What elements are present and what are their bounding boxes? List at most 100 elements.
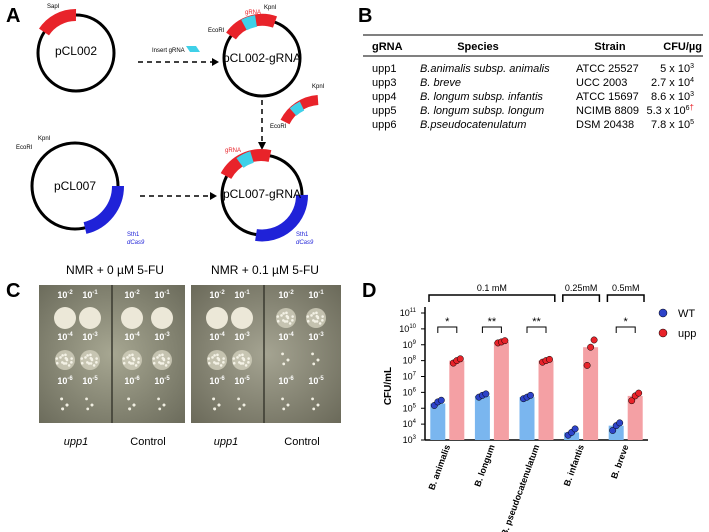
- colony: [207, 361, 211, 365]
- y-tick-label: 108: [403, 356, 417, 366]
- bar-upp-2: [538, 360, 554, 440]
- colony: [87, 362, 91, 365]
- y-tick-label: 105: [403, 403, 417, 413]
- cell-cfu: 8.6 x 103: [651, 91, 694, 103]
- cell-strain: UCC 2003: [576, 77, 627, 89]
- point-WT: [609, 426, 617, 434]
- plate-title-right: NMR + 0.1 µM 5-FU: [211, 263, 319, 277]
- point-WT: [482, 390, 490, 398]
- colony: [85, 397, 88, 401]
- colony: [232, 361, 236, 365]
- concentration-bracket: [562, 294, 601, 302]
- colony: [232, 357, 236, 360]
- colony: [161, 353, 164, 357]
- kpni-label-frag: KpnI: [312, 84, 325, 90]
- kpni-label-2: KpnI: [264, 5, 277, 11]
- colony: [285, 311, 288, 315]
- arrow-3-head: [210, 192, 217, 200]
- colony: [236, 356, 239, 359]
- cell-grna: upp3: [372, 77, 396, 89]
- colony: [159, 362, 163, 365]
- y-tick-label: 103: [403, 435, 417, 445]
- label-control-left: Control: [130, 436, 165, 448]
- colony: [90, 403, 94, 407]
- legend-label-upp: upp: [678, 328, 696, 340]
- colony: [313, 320, 317, 323]
- grna-label-2: gRNA: [245, 10, 261, 16]
- ecori-label-3: EcoRI: [16, 145, 33, 151]
- legend-marker-WT: [658, 308, 668, 318]
- cell-strain: DSM 20438: [576, 119, 634, 131]
- colony: [316, 358, 320, 362]
- dilution-label: 10-2: [278, 290, 294, 300]
- colony: [312, 362, 316, 366]
- colony: [122, 357, 126, 360]
- significance-mark: **: [488, 316, 497, 328]
- point-WT: [437, 396, 445, 404]
- arrow-1-head: [212, 58, 219, 66]
- point-upp: [546, 355, 553, 363]
- colony: [216, 353, 219, 357]
- panel-b-label: B: [358, 5, 372, 27]
- colony: [59, 356, 62, 359]
- y-tick-label: 107: [403, 372, 417, 382]
- colony: [310, 314, 313, 317]
- point-upp: [590, 336, 598, 344]
- colony: [84, 356, 87, 359]
- colony: [315, 320, 319, 323]
- dilution-label: 10-4: [278, 332, 294, 342]
- th-grna: gRNA: [372, 41, 403, 53]
- plasmid-pcl002: [36, 13, 116, 93]
- plate-title-left: NMR + 0 µM 5-FU: [66, 263, 164, 277]
- colony: [207, 357, 211, 360]
- colony: [60, 397, 64, 401]
- colony-lawn: [206, 307, 228, 329]
- fragment-cyan: [289, 101, 305, 116]
- colony: [238, 354, 241, 357]
- colony: [276, 319, 280, 323]
- bar-upp-4: [627, 395, 643, 440]
- colony: [276, 315, 280, 318]
- colony: [95, 361, 98, 364]
- colony: [152, 361, 156, 365]
- colony: [89, 353, 92, 357]
- red-segment: [39, 8, 77, 36]
- cell-strain: NCIMB 8809: [576, 105, 639, 117]
- colony: [92, 364, 96, 367]
- significance-bracket: [481, 326, 502, 333]
- colony: [89, 356, 93, 360]
- colony: [281, 352, 284, 356]
- cell-cfu: 5 x 103: [660, 63, 694, 75]
- colony: [64, 362, 68, 365]
- colony: [89, 362, 93, 365]
- colony: [64, 353, 67, 357]
- colony: [67, 364, 71, 367]
- cell-cfu: 7.8 x 105: [651, 119, 694, 131]
- colony: [247, 357, 250, 360]
- panel-c-label: C: [6, 280, 20, 302]
- panel-a: A SapI pCL002 Insert gRNA gRNA KpnI EcoR…: [6, 4, 325, 246]
- panel-d: D CFU/mL 10310410510610710810910101011B.…: [362, 280, 696, 532]
- colony-cluster: [232, 350, 252, 370]
- colony: [216, 356, 220, 360]
- legend-label-WT: WT: [678, 308, 695, 320]
- cyan-segment-2: [241, 15, 258, 31]
- colony: [288, 322, 292, 325]
- plasmid-1-name: pCL002: [55, 44, 97, 58]
- colony-cluster: [152, 350, 172, 370]
- colony: [122, 361, 126, 365]
- cell-species: B. breve: [420, 77, 461, 89]
- dilution-label: 10-1: [308, 290, 324, 300]
- panel-d-label: D: [362, 280, 376, 302]
- dilution-label: 10-2: [57, 290, 73, 300]
- colony: [61, 354, 64, 357]
- point-WT: [616, 419, 624, 427]
- dilution-label: 10-4: [57, 332, 73, 342]
- cell-species: B. longum subsp. infantis: [420, 91, 543, 103]
- insert-label: Insert gRNA: [152, 48, 185, 54]
- dilution-label: 10-5: [234, 376, 250, 386]
- colony-lawn: [231, 307, 253, 329]
- colony: [64, 356, 68, 360]
